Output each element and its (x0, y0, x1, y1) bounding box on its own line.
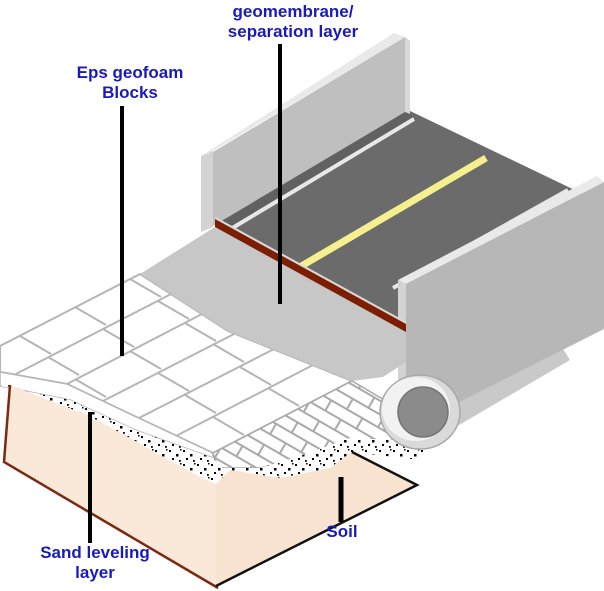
pipe-opening (397, 386, 449, 438)
yellow-centerline (296, 154, 488, 272)
far-wall-face (213, 37, 405, 226)
label-sand-leveling: Sand leveling layer (15, 543, 175, 583)
far-wall-left-edge (201, 151, 213, 232)
road-shoulder-shadow (215, 110, 414, 230)
label-soil: Soil (296, 522, 388, 542)
pavement-edge (214, 216, 407, 332)
soil-dark-red-edge (2, 384, 219, 590)
label-geomembrane-line2: separation layer (227, 22, 359, 41)
label-eps-geofoam: Eps geofoam Blocks (40, 63, 220, 103)
pavement-edge-highlight (214, 216, 407, 325)
right-wall-face (406, 182, 604, 429)
soil-black-edge (215, 450, 420, 588)
label-soil-line1: Soil (326, 522, 358, 541)
label-sand-line1: Sand leveling (40, 543, 150, 562)
soil-front-face (4, 385, 218, 588)
label-eps-line2: Blocks (102, 83, 158, 102)
soil-block (2, 384, 420, 590)
white-edge-line-far (227, 117, 416, 232)
far-wall-top-edge (201, 33, 405, 156)
label-geomembrane-line1: geomembrane/ (232, 2, 354, 21)
label-sand-line2: layer (75, 563, 115, 582)
pavement-edge-strip (215, 219, 406, 332)
drainage-pipe (379, 374, 461, 450)
sand-layer (0, 385, 428, 484)
leader-lines (88, 44, 344, 543)
far-wall (201, 33, 410, 232)
far-wall-right-edge (405, 37, 410, 114)
soil-ground-surface (216, 452, 417, 586)
geofoam-cross-joints (19, 278, 300, 436)
geomembrane-sheet (140, 227, 406, 381)
right-wall-top-edge (398, 176, 604, 284)
geofoam-long-joints (13, 293, 314, 437)
label-geomembrane: geomembrane/ separation layer (182, 2, 404, 42)
label-eps-line1: Eps geofoam (76, 63, 184, 82)
